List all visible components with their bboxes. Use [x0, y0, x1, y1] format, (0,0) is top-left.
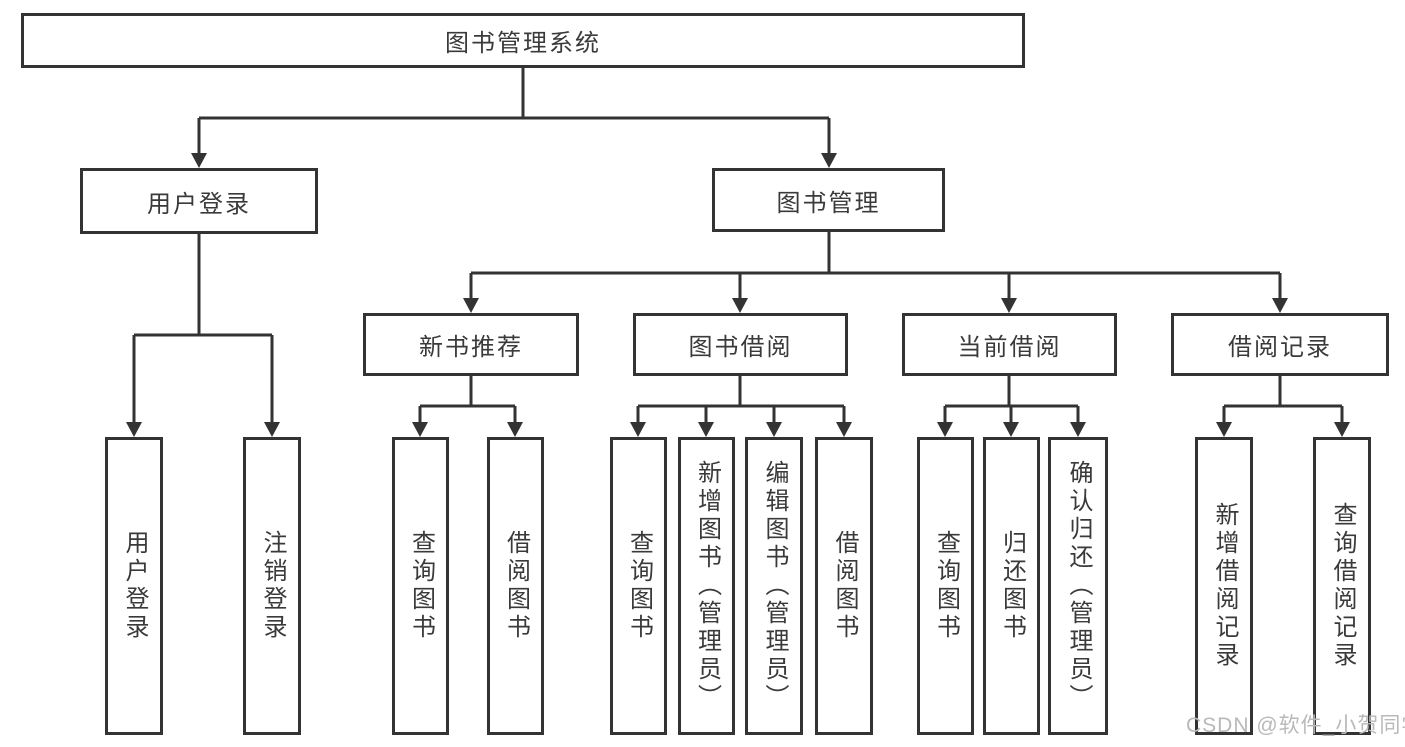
- arrowhead-icon: [732, 298, 748, 313]
- leaf-edit-book-admin-label: 编辑图书（管理员）: [761, 460, 788, 712]
- leaf-borrow-book-recommend-label: 借阅图书: [502, 530, 530, 642]
- leaf-user-login-label: 用户登录: [121, 530, 148, 642]
- leaf-logout: 注销登录: [243, 437, 301, 735]
- arrowhead-icon: [1001, 298, 1017, 313]
- node-book-borrowing: 图书借阅: [633, 313, 848, 376]
- node-borrowing-records: 借阅记录: [1171, 313, 1389, 376]
- node-library-management-system-label: 图书管理系统: [445, 30, 601, 57]
- arrowhead-icon: [507, 422, 523, 437]
- arrowhead-icon: [1272, 298, 1288, 313]
- leaf-confirm-return-admin: 确认归还（管理员）: [1048, 437, 1108, 735]
- leaf-borrow-book-borrowing: 借阅图书: [815, 437, 873, 735]
- leaf-add-borrow-record: 新增借阅记录: [1195, 437, 1253, 735]
- leaf-query-book-recommend: 查询图书: [392, 437, 449, 735]
- arrowhead-icon: [937, 422, 953, 437]
- arrowhead-icon: [1334, 422, 1350, 437]
- arrowhead-icon: [412, 422, 428, 437]
- leaf-confirm-return-admin-label: 确认归还（管理员）: [1065, 460, 1092, 712]
- leaf-query-book-recommend-label: 查询图书: [407, 530, 435, 642]
- csdn-watermark: CSDN @软件_小贺同学: [1186, 714, 1405, 737]
- arrowhead-icon: [1216, 422, 1232, 437]
- leaf-borrow-book-recommend: 借阅图书: [487, 437, 544, 735]
- node-borrowing-records-label: 借阅记录: [1228, 334, 1332, 361]
- node-user-login-label: 用户登录: [147, 190, 251, 218]
- leaf-return-book-label: 归还图书: [998, 530, 1026, 642]
- node-book-management-label: 图书管理: [776, 189, 881, 217]
- arrowhead-icon: [630, 422, 646, 437]
- arrowhead-icon: [821, 153, 837, 168]
- arrowhead-icon: [463, 298, 479, 313]
- node-new-book-recommend: 新书推荐: [363, 313, 579, 376]
- node-user-login: 用户登录: [80, 168, 318, 234]
- leaf-query-book-borrowing-label: 查询图书: [625, 530, 653, 642]
- arrowhead-icon: [766, 422, 782, 437]
- node-book-management: 图书管理: [712, 168, 945, 232]
- leaf-logout-label: 注销登录: [259, 530, 286, 642]
- leaf-query-borrow-record: 查询借阅记录: [1313, 437, 1371, 735]
- leaf-user-login: 用户登录: [105, 437, 163, 735]
- leaf-edit-book-admin: 编辑图书（管理员）: [745, 437, 803, 735]
- leaf-query-borrow-record-label: 查询借阅记录: [1329, 502, 1356, 670]
- arrowhead-icon: [836, 422, 852, 437]
- arrowhead-icon: [1070, 422, 1086, 437]
- node-book-borrowing-label: 图书借阅: [688, 334, 793, 361]
- leaf-return-book: 归还图书: [983, 437, 1040, 735]
- node-library-management-system: 图书管理系统: [21, 13, 1025, 68]
- leaf-query-book-borrowing: 查询图书: [610, 437, 667, 735]
- node-current-borrowing-label: 当前借阅: [957, 334, 1062, 361]
- leaf-add-borrow-record-label: 新增借阅记录: [1211, 502, 1238, 670]
- arrowhead-icon: [1003, 422, 1019, 437]
- node-new-book-recommend-label: 新书推荐: [419, 334, 523, 361]
- arrowhead-icon: [698, 422, 714, 437]
- node-current-borrowing: 当前借阅: [902, 313, 1117, 376]
- leaf-add-book-admin: 新增图书（管理员）: [678, 437, 735, 735]
- leaf-query-book-current: 查询图书: [917, 437, 974, 735]
- leaf-borrow-book-borrowing-label: 借阅图书: [831, 530, 858, 642]
- arrowhead-icon: [126, 422, 142, 437]
- arrowhead-icon: [191, 153, 207, 168]
- leaf-add-book-admin-label: 新增图书（管理员）: [693, 460, 721, 712]
- arrowhead-icon: [264, 422, 280, 437]
- leaf-query-book-current-label: 查询图书: [932, 530, 960, 642]
